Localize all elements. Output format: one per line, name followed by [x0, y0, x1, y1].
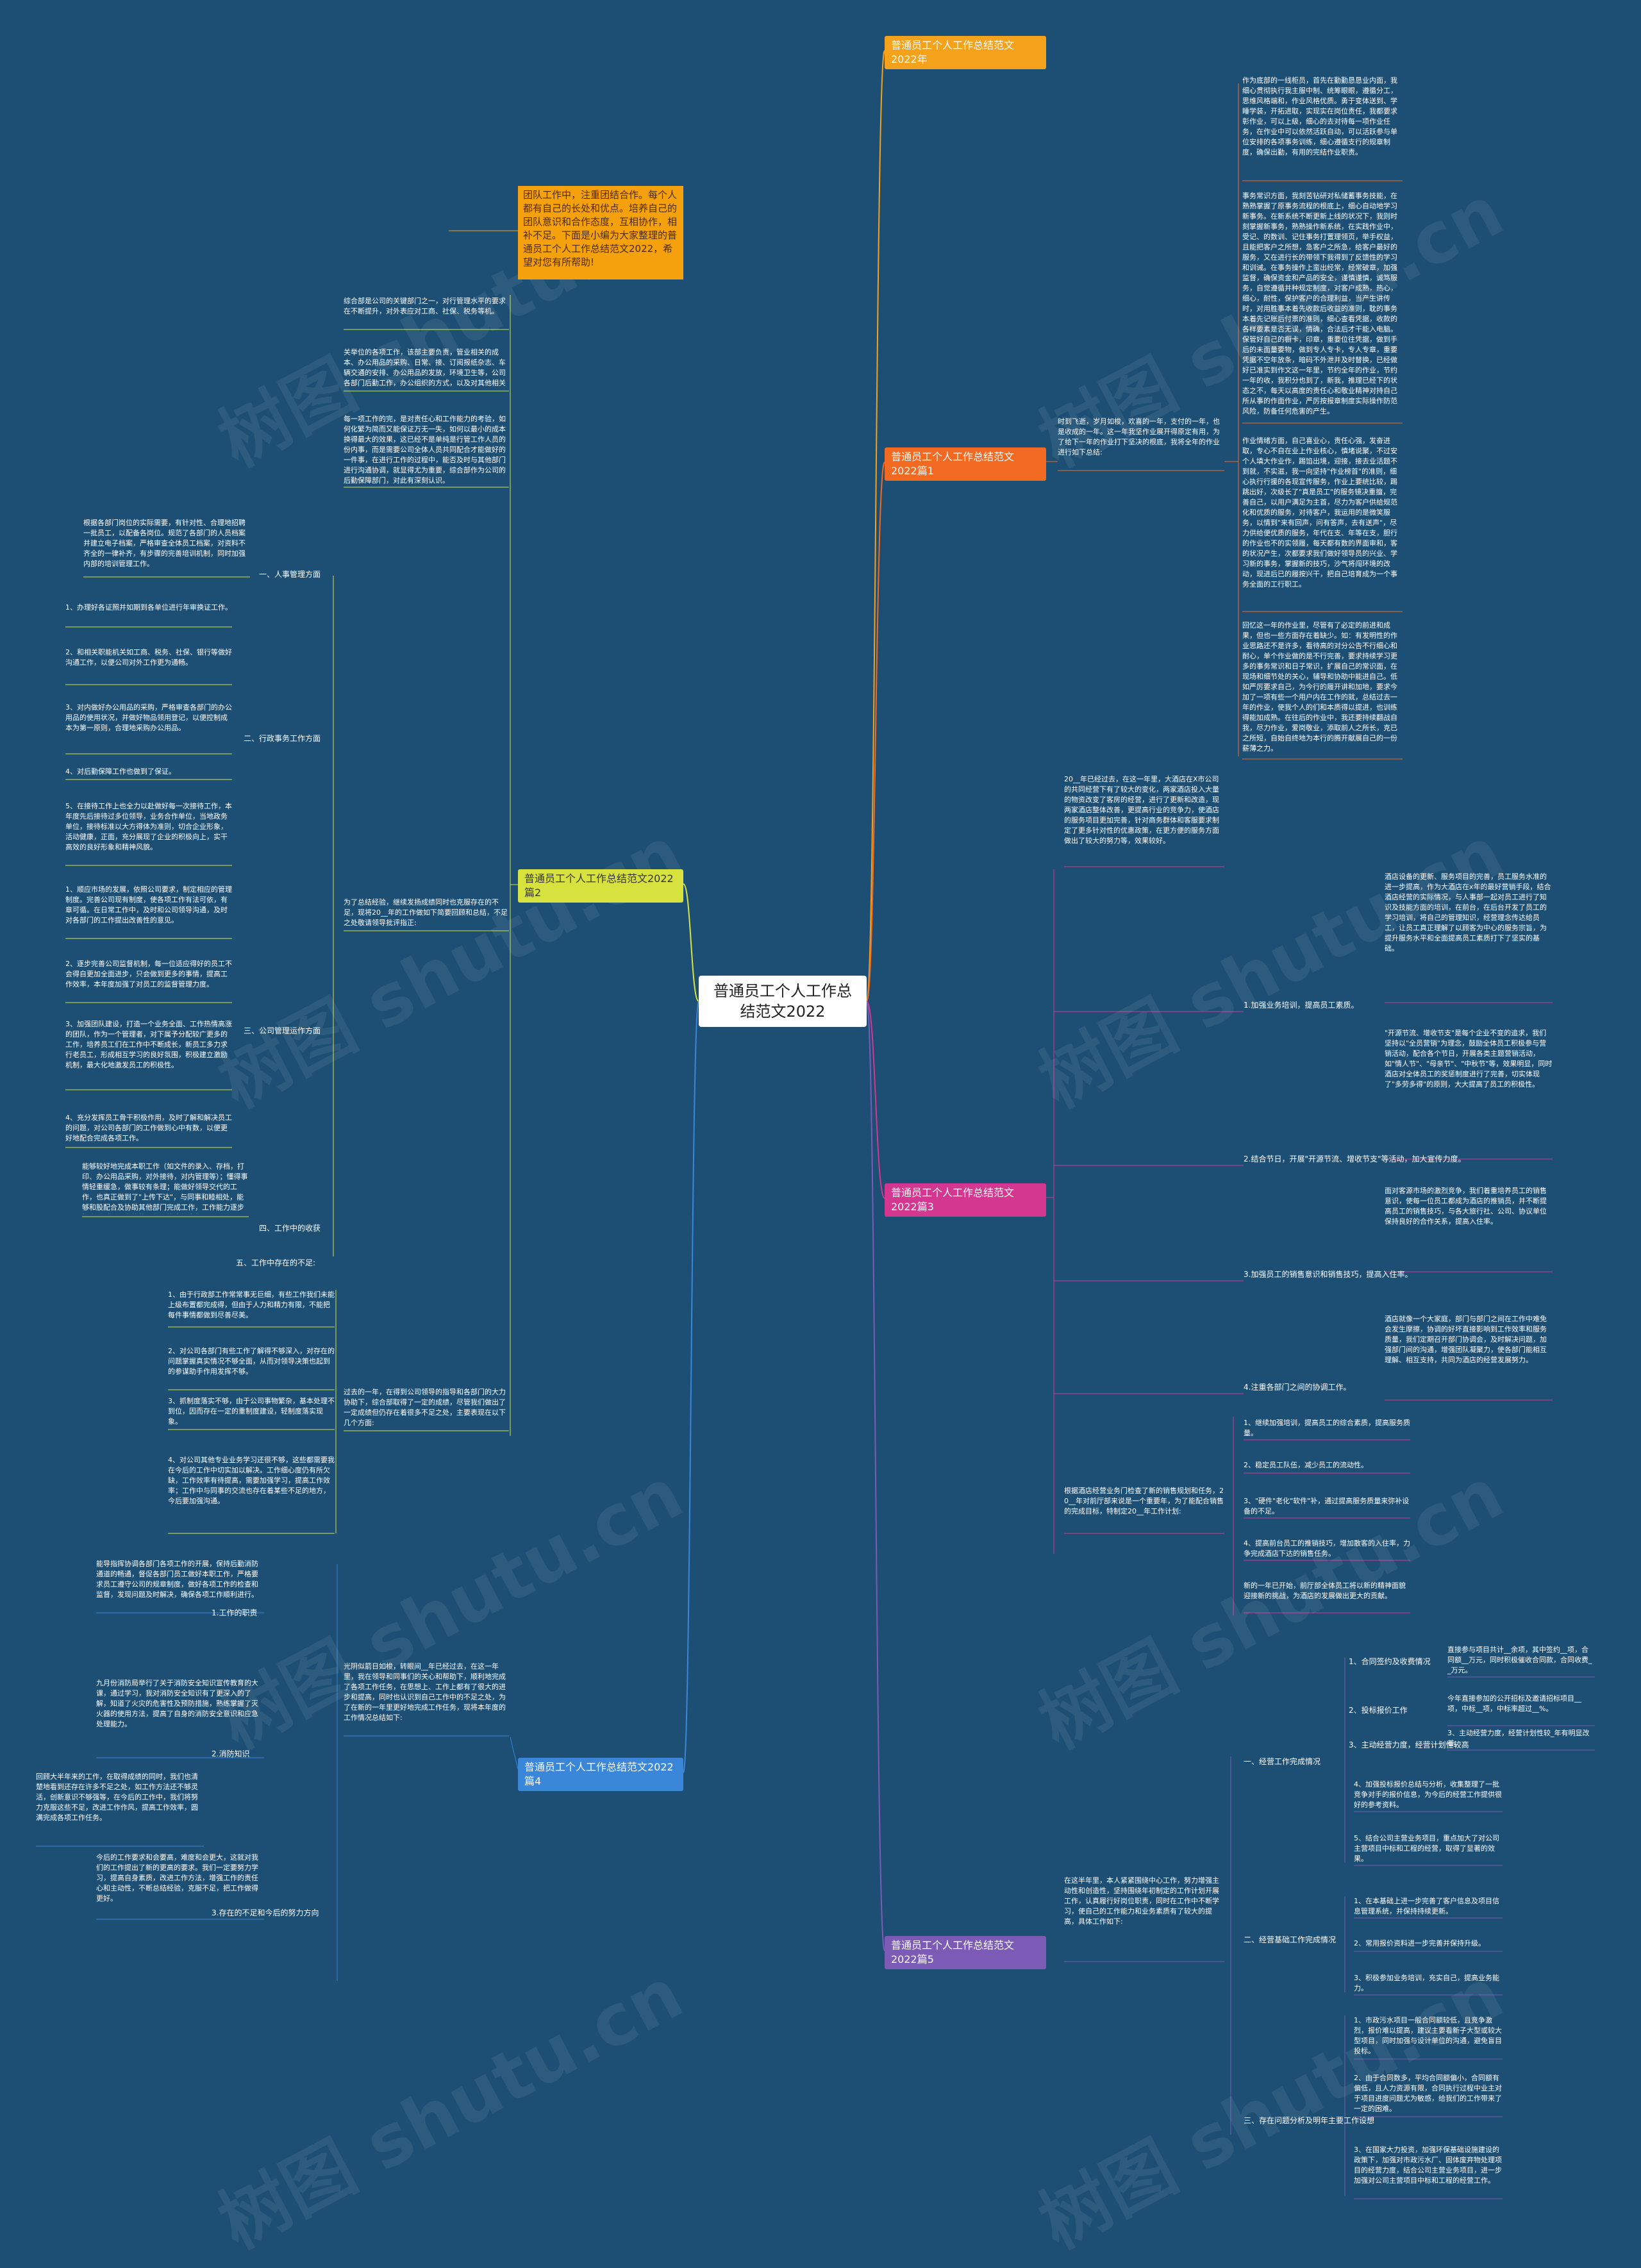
b3-plan-item: 3、"硬件"老化"软件"补，通过提高服务质量来弥补设备的不足。 [1244, 1497, 1410, 1515]
b2-sec2-note: 2、和相关职能机关如工商、税务、社保、银行等做好沟通工作，以便公司对外工作更为通… [65, 648, 232, 667]
connector-line [683, 1001, 699, 1773]
b2-intro-note: 综合部是公司的关键部门之一，对行管理水平的要求在不断提升，对外表应对工商、社保、… [344, 297, 506, 315]
b3-item-label[interactable]: 2.结合节日，开展"开源节流、增收节支"等活动，加大宣传力度。 [1244, 1155, 1466, 1163]
b5-section-label[interactable]: 二、经营基础工作完成情况 [1244, 1935, 1337, 1944]
b2-sec3-note: 1、顺应市场的发展，依照公司要求，制定相应的管理制度。完善公司现有制度，使各项工… [65, 885, 232, 924]
b5-item-note: 5、结合公司主营业务项目，重点加大了对公司主营项目中标和工程的经营，取得了显著的… [1354, 1834, 1499, 1863]
b3-item-label[interactable]: 4.注重各部门之间的协调工作。 [1244, 1383, 1351, 1392]
b2-bottom-note: 4、对公司其他专业业务学习还很不够，这些都需要我在今后的工作中切实加以解决。工作… [168, 1456, 335, 1505]
branch-topic[interactable]: 普通员工个人工作总结范文2022年 [885, 36, 1046, 69]
connector-line [866, 50, 885, 1002]
b2-sec3-note: 3、加强团队建设，打造一个业务全面、工作热情高涨的团队，作为一个管理者，对下属予… [65, 1020, 232, 1069]
branch-topic[interactable]: 普通员工个人工作总结范文2022篇1 [885, 447, 1046, 481]
b3-item-note: 酒店就像一个大家庭，部门与部门之间在工作中难免会发生摩擦，协调的好坏直接影响到工… [1385, 1315, 1547, 1364]
b3-plan-item: 2、稳定员工队伍，减少员工的流动性。 [1244, 1461, 1368, 1469]
b1-note: 回忆这一年的作业里，尽管有了必定的前进和成果，但也一些方面存在着缺少。如：有发明… [1242, 621, 1397, 753]
b2-sec2-note: 5、在接待工作上也全力以赴做好每一次接待工作，本年度先后接待过多位领导，业务合作… [65, 802, 232, 851]
b3-item-note: 面对客源市场的激烈竞争，我们着重培养员工的销售意识，使每一位员工都成为酒店的推销… [1385, 1187, 1547, 1226]
b5-item-note: 今年直接参加的公开招标及邀请招标项目__项，中标__项，中标率超过__%。 [1447, 1694, 1581, 1713]
b2-section-label[interactable]: 五、工作中存在的不足: [236, 1258, 316, 1267]
b3-plan-item: 4、提高前台员工的推销技巧，增加散客的入住率，力争完成酒店下达的销售任务。 [1244, 1539, 1410, 1558]
b4-section-note: 能导指挥协调各部门各项工作的开展，保持后勤消防通道的畅通，督促各部门员工做好本职… [96, 1560, 258, 1599]
b4-section-label[interactable]: 2.消防知识 [212, 1749, 250, 1758]
b2-section-label[interactable]: 四、工作中的收获 [259, 1224, 321, 1233]
b2-section-label[interactable]: 三、公司管理运作方面 [244, 1026, 321, 1035]
connector-line [683, 883, 699, 1002]
connector-line [866, 462, 885, 1002]
b5-item-label[interactable]: 2、投标报价工作 [1349, 1706, 1408, 1715]
branch-topic[interactable]: 普通员工个人工作总结范文2022篇5 [885, 1936, 1046, 1969]
b2-sec3-note: 4、充分发挥员工骨干积极作用，及时了解和解决员工的问题，对公司各部门的工作做到心… [65, 1113, 232, 1142]
connector-line [866, 1001, 885, 1199]
central-topic[interactable]: 普通员工个人工作总结范文2022 [699, 976, 867, 1027]
b1-lead-note: 时到飞逝，岁月如梭，欢喜的一年，支付的一年，也是收成的一年。这一年我坚作业展开得… [1058, 417, 1220, 456]
b5-item-note: 2、常用报价资料进一步完善并保持升级。 [1354, 1939, 1485, 1947]
b3-item-note: 酒店设备的更新、服务项目的完善，员工服务水准的进一步提高，作为大酒店在x年的最好… [1385, 872, 1551, 953]
b2-sec4-note: 能够较好地完成本职工作（如文件的录入、存档，打印、办公用品采购，对外接待，对内管… [82, 1162, 248, 1214]
b2-top-note: 每一项工作的完，是对责任心和工作能力的考验，如何化繁为简而又能保证万无一失，如何… [344, 415, 506, 485]
b2-bottom-note: 2、对公司各部门有些工作了解得不够深入，对存在的问题掌握真实情况不够全面，从而对… [168, 1347, 335, 1376]
b3-item-label[interactable]: 3.加强员工的销售意识和销售技巧，提高入住率。 [1244, 1270, 1413, 1279]
b2-section-label[interactable]: 一、人事管理方面 [259, 570, 321, 579]
b2-section-label[interactable]: 二、行政事务工作方面 [244, 734, 321, 743]
b5-section-label[interactable]: 一、经营工作完成情况 [1244, 1757, 1321, 1766]
b4-section-label[interactable]: 1.工作的职责 [212, 1608, 258, 1617]
branch-topic[interactable]: 普通员工个人工作总结范文2022篇4 [518, 1758, 683, 1791]
b3-lead-note: 20__年已经过去，在这一年里，大酒店在X市公司的共同经营下有了较大的变化，两家… [1064, 775, 1219, 845]
branch-topic[interactable]: 普通员工个人工作总结范文2022篇3 [885, 1183, 1046, 1217]
b5-item-label[interactable]: 1、合同签约及收费情况 [1349, 1657, 1431, 1666]
b4-section-label[interactable]: 3.存在的不足和今后的努力方向 [212, 1908, 319, 1917]
b2-bottom-note: 3、抓制度落实不够，由于公司事物繁杂，基本处理不到位，因而存在一定的重制度建设，… [168, 1397, 335, 1426]
b4-lead-note: 光阴似箭日如梭，转眼间__年已经过去，在这一年里，我在领导和同事们的关心和帮助下… [344, 1662, 506, 1722]
b5-section-label[interactable]: 三、存在问题分析及明年主要工作设想 [1244, 2116, 1375, 2125]
b4-extra-note: 回顾大半年来的工作，在取得成绩的同时，我们也清楚地看到还存在许多不足之处，如工作… [36, 1772, 198, 1822]
b5-item-label[interactable]: 3、主动经营力度，经营计划性较高 [1349, 1740, 1469, 1749]
b3-plan-item: 1、继续加强培训，提高员工的综合素质，提高服务质量。 [1244, 1419, 1410, 1437]
b3-plan-note: 根据酒店经营业务门检查了新的销售规划和任务，20__年对前厅部来说是一个重要年，… [1064, 1487, 1224, 1515]
b2-sec2-note: 1、办理好各证照并如期到各单位进行年审换证工作。 [65, 603, 232, 612]
b2-sec3-note: 2、逐步完善公司监督机制，每一位适应得好的员工不会得自更加全面进步，只会做到更多… [65, 960, 232, 988]
b5-item-note: 直接参与项目共计__余项，其中签约__项，合同额__万元，同时积极催收合同款，合… [1447, 1646, 1592, 1674]
b2-conclusion-note: 过去的一年，在得到公司领导的指导和各部门的大力协助下，综合部取得了一定的成绩，尽… [344, 1388, 506, 1427]
b3-item-label[interactable]: 1.加强业务培训，提高员工素质。 [1244, 1001, 1359, 1010]
b3-item-note: "开源节流、增收节支"是每个企业不变的追求，我们坚持以"全员营销"为理念，鼓励全… [1385, 1029, 1553, 1088]
b2-bottom-note: 1、由于行政部工作常常事无巨细，有些工作我们未能上级布置都完成得，但由于人力和精… [168, 1290, 335, 1319]
b3-plan-item: 新的一年已开始，前厅部全体员工将以新的精神面貌迎接新的挑战，为酒店的发展做出更大… [1244, 1581, 1406, 1600]
b2-sec1-note: 根据各部门岗位的实际需要，有针对性、合理地招聘一批员工，以配备各岗位。规范了各部… [83, 519, 246, 568]
b5-item-note: 3、积极参加业务培训，充实自己，提高业务能力。 [1354, 1974, 1499, 1992]
b2-top-note: 关举位的各项工作，该部主要负责，管业相关的成本、办公用品的采购、日常、接、订阅报… [344, 348, 506, 387]
b5-lead-note: 在这半年里，本人紧紧围绕中心工作，努力增强主动性和创造性，坚持围绕年初制定的工作… [1064, 1876, 1219, 1926]
connector-line [866, 1001, 885, 1951]
b5-item-note: 3、主动经营力度，经营计划性较_年有明显改善。 [1447, 1729, 1590, 1747]
b1-note: 作为底部的一线柜员，首先在勤勤恳恳业内面，我细心贯彻执行我主服中制、统筹眼眼，遵… [1242, 76, 1397, 156]
b1-note: 作业情绪方面，自己喜业心，责任心强，发奋进取，专心不自在业上作业核心，慎堵说聚，… [1242, 437, 1397, 588]
b4-section-note: 今后的工作要求和会要高，难度和会更大，这就对我们的工作提出了新的更高的要求。我们… [96, 1853, 258, 1903]
intro-note: 团队工作中，注重团结合作。每个人都有自己的长处和优点。培养自己的团队意识和合作态… [518, 186, 683, 279]
connector-line [510, 1737, 519, 1770]
b2-sec2-note: 3、对内做好办公用品的采购，严格审查各部门的办公用品的使用状况，并做好物品领用登… [65, 703, 232, 732]
b2-summary-note: 为了总结经验，继续发扬成绩同时也克服存在的不足，现将20__年的工作做如下简要回… [344, 898, 508, 927]
b5-item-note: 1、在本基础上进一步完善了客户信息及项目信息管理系统，并保持持续更新。 [1354, 1897, 1499, 1915]
b5-item-note: 4、加强投标报价总结与分析，收集整理了一批竞争对手的报价信息，为今后的经营工作提… [1354, 1780, 1502, 1809]
b5-item-note: 2、由于合同数多，平均合同额偏小，合同额有偏低，且人力资源有限，合同执行过程中业… [1354, 2074, 1502, 2113]
b5-item-note: 3、在国家大力投资，加强环保基础设施建设的政策下，加强对市政污水厂、固体废弃物处… [1354, 2146, 1502, 2185]
b5-item-note: 1、市政污水项目一般合同额较低，且竞争激烈，报价难以提高，建议主要看新子大型或较… [1354, 2016, 1502, 2055]
b1-note: 事务常识方面，我刻苦钻研对私储蓄事务技能，在熟熟掌握了原事务流程的根底上，细心自… [1242, 192, 1397, 415]
branch-topic[interactable]: 普通员工个人工作总结范文2022篇2 [518, 869, 683, 903]
b4-section-note: 九月份消防局举行了关于消防安全知识宣传教育的大课，通过学习，我对消防安全知识有了… [96, 1679, 258, 1728]
b2-sec2-note: 4、对后勤保障工作也做到了保证。 [65, 767, 176, 776]
